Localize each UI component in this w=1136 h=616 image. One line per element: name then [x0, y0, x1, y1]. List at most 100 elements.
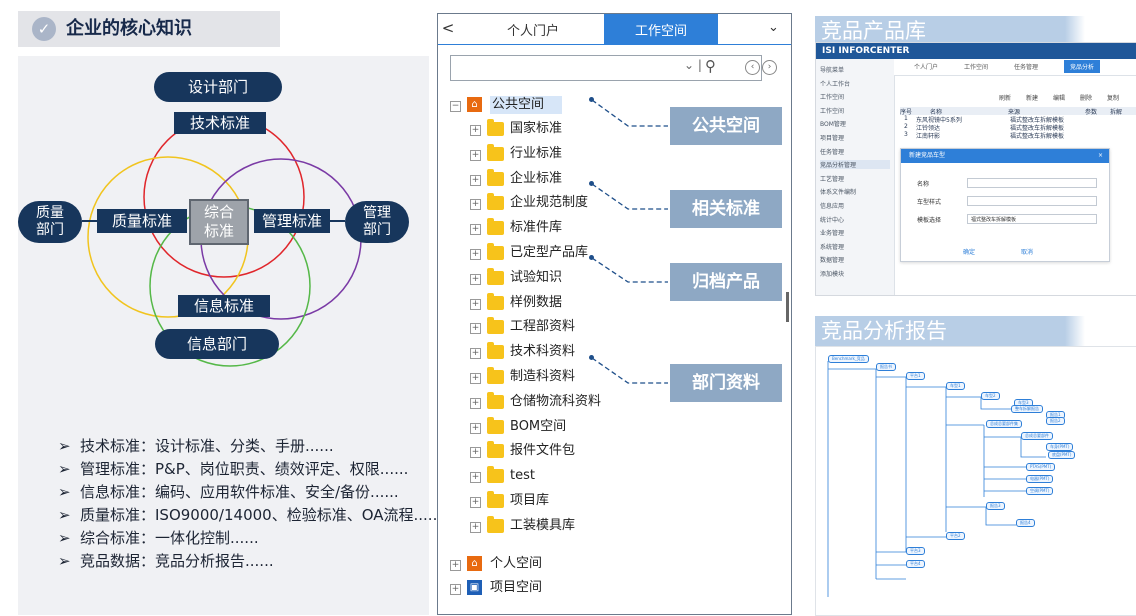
dialog-title-text: 新建竞品车型 [909, 152, 946, 159]
toolbar-button[interactable]: 删除 [1080, 95, 1093, 102]
expand-icon[interactable]: + [470, 472, 481, 484]
table-header-cell: 参数 [1085, 109, 1098, 116]
sidebar-item[interactable]: 数据管理 [820, 257, 845, 265]
table-header-cell: 序号 [900, 109, 913, 116]
collapse-icon[interactable]: − [450, 101, 461, 112]
expand-icon[interactable]: + [470, 149, 481, 161]
ok-button[interactable]: 确定 [963, 249, 976, 256]
expand-icon[interactable]: + [470, 521, 481, 533]
model-style-input[interactable] [967, 196, 1097, 206]
expand-icon[interactable]: + [470, 447, 481, 459]
sidebar-item[interactable]: 工作空间 [820, 107, 845, 115]
expand-icon[interactable]: + [470, 224, 481, 236]
sidebar-item[interactable]: 体系文件编制 [820, 189, 857, 197]
sidebar-item[interactable]: 添加模块 [820, 271, 845, 278]
tree-node-label: 技术科资料 [510, 344, 576, 360]
expand-icon[interactable]: + [470, 199, 481, 211]
folder-icon [487, 218, 504, 236]
sidebar-item[interactable]: 统计中心 [820, 216, 845, 224]
tree-node-label: BOM空间 [510, 418, 567, 434]
expand-icon[interactable]: + [470, 497, 481, 508]
mindmap-node: 底盘(PMT) [1048, 451, 1076, 459]
mindmap-node: 平台1 [906, 372, 925, 380]
chevron-down-icon[interactable]: ⌄ [768, 20, 779, 35]
toolbar-button[interactable]: 复制 [1107, 95, 1120, 102]
mindmap-node: 报告书 [876, 363, 896, 371]
integrated-std: 综合 标准 [189, 199, 249, 245]
scrollbar-handle[interactable] [786, 292, 789, 322]
sidebar-item[interactable]: 导航菜单 [820, 67, 845, 74]
table-cell: 福式整改车拆解模板 [1010, 117, 1065, 124]
folder-icon [487, 342, 504, 360]
expand-icon[interactable]: + [470, 298, 481, 310]
expand-icon[interactable]: + [470, 397, 481, 409]
bullet-text: 技术标准：设计标准、分类、手册...... [80, 437, 334, 455]
table-header-cell: 拆解 [1110, 109, 1123, 116]
search-dropdown-icon[interactable]: ⌄ | [684, 58, 702, 72]
expand-icon[interactable]: + [450, 560, 461, 571]
mgmt-std: 管理标准 [254, 209, 330, 233]
sidebar-item[interactable]: 信息应用 [820, 203, 845, 210]
callout-dot [589, 355, 594, 360]
toolbar-button[interactable]: 编辑 [1053, 95, 1066, 102]
quality-dept-line1: 质量 [36, 205, 64, 221]
title-fade [1065, 316, 1085, 346]
app-tab[interactable]: 工作空间 [964, 64, 989, 71]
search-icon[interactable]: ⚲ [705, 57, 716, 75]
folder-icon [487, 119, 504, 136]
tab-personal-portal[interactable]: 个人门户 [506, 24, 559, 39]
tree-node-label: test [510, 468, 535, 484]
analysis-report-title-bar: 竞品分析报告 [815, 316, 1085, 346]
sidebar-item[interactable]: 工艺管理 [820, 175, 845, 183]
app-tab[interactable]: 任务管理 [1014, 64, 1039, 71]
sidebar-item[interactable]: 个人工作台 [820, 80, 851, 88]
sidebar-item[interactable]: 竞品分析管理 [820, 160, 890, 170]
sidebar-item[interactable]: 业务管理 [820, 230, 845, 238]
search-input[interactable]: ⌄ | ⚲ [450, 55, 762, 81]
expand-icon[interactable]: + [470, 422, 481, 434]
prev-circle-icon[interactable]: ‹ [745, 60, 760, 75]
sidebar-item[interactable]: 工作空间 [820, 94, 845, 102]
bullet-item: ➢管理标准：P&P、岗位职责、绩效评定、权限...... [58, 459, 448, 479]
app-tab[interactable]: 竞品分析 [1064, 60, 1101, 73]
field-label-model-style: 车型样式 [917, 199, 942, 206]
home-icon: ⌂ [467, 97, 482, 112]
name-input[interactable] [967, 178, 1097, 188]
tree-node-label: 项目空间 [490, 580, 543, 595]
sidebar-item[interactable]: 系统管理 [820, 243, 845, 251]
info-std: 信息标准 [178, 295, 270, 317]
expand-icon[interactable]: + [470, 348, 481, 360]
expand-icon[interactable]: + [470, 373, 481, 384]
expand-icon[interactable]: + [470, 174, 481, 186]
sidebar-item[interactable]: 项目管理 [820, 135, 845, 142]
knowledge-panel: 设计部门 技术标准 质量 部门 质量标准 综合 标准 管理标准 管理 部门 信息… [18, 56, 442, 615]
close-icon[interactable]: × [1097, 152, 1103, 159]
template-select[interactable]: 福式整改车拆解模板 [967, 214, 1097, 224]
cancel-button[interactable]: 取消 [1021, 249, 1034, 256]
workspace-window: < 个人门户 工作空间 ⌄ ⌄ | ⚲ ‹ › − ⌂ 公共空间 +国家标准+行… [437, 13, 792, 615]
expand-icon[interactable]: + [470, 323, 481, 335]
expand-icon[interactable]: + [450, 584, 461, 595]
mindmap-node: PTAS(PMT) [1026, 463, 1056, 471]
sidebar-item[interactable]: BOM管理 [820, 121, 846, 129]
analysis-report-title: 竞品分析报告 [821, 319, 947, 343]
next-circle-icon[interactable]: › [762, 60, 777, 75]
product-library-title-bar: 竞品产品库 [815, 16, 1085, 46]
expand-icon[interactable]: + [470, 273, 481, 285]
back-button[interactable]: < [441, 19, 455, 37]
expand-icon[interactable]: + [470, 249, 481, 260]
app-tab[interactable]: 个人门户 [914, 64, 939, 71]
expand-icon[interactable]: + [470, 125, 481, 136]
toolbar-button[interactable]: 刷新 [999, 95, 1012, 102]
callout-dept-materials: 部门资料 [670, 364, 782, 402]
folder-icon [487, 515, 504, 533]
sidebar-item[interactable]: 任务管理 [820, 148, 845, 156]
toolbar-button[interactable]: 新建 [1026, 95, 1039, 102]
left-title-bar: ✓ 企业的核心知识 [18, 11, 280, 47]
tab-workspace[interactable]: 工作空间 [604, 14, 718, 44]
tech-std: 技术标准 [174, 112, 266, 134]
